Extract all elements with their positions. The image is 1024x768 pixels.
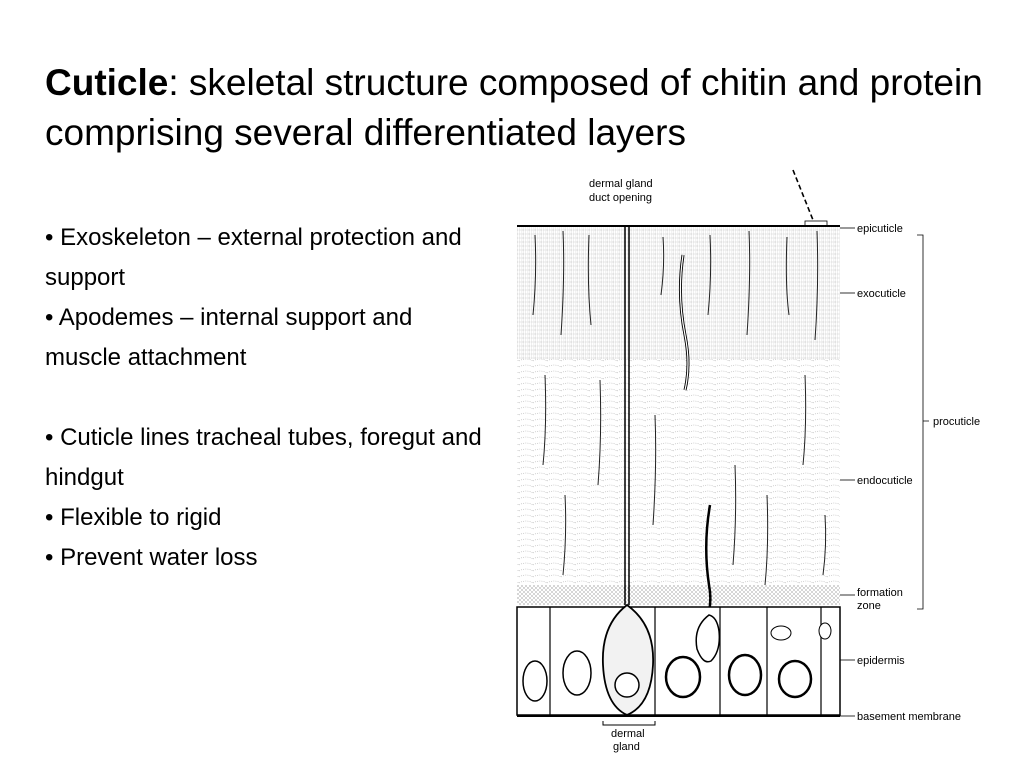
bullet-text: Prevent water loss [60, 544, 258, 571]
label-endocuticle: endocuticle [857, 475, 913, 487]
bullet-item: • Flexible to rigid [45, 504, 222, 531]
cuticle-diagram: dermal gland duct opening epicuticle exo… [505, 165, 1010, 765]
pore-canals [532, 230, 827, 586]
bullet-text: Apodemes – internal support and muscle a… [45, 304, 413, 371]
epicuticle-pointer [792, 169, 814, 221]
title-definition: : skeletal structure composed of chitin … [45, 62, 983, 153]
dermal-gland-bracket [602, 721, 656, 726]
label-formation-line1: formation [857, 587, 903, 599]
bullet-item: • Apodemes – internal support and muscle… [45, 304, 413, 371]
slide-title: Cuticle: skeletal structure composed of … [45, 58, 995, 158]
procuticle-brace [917, 234, 929, 610]
label-duct-line1: dermal gland [589, 178, 653, 190]
label-gland-line1: dermal [611, 728, 645, 740]
bullet-item: • Prevent water loss [45, 544, 258, 571]
title-term: Cuticle [45, 62, 169, 103]
label-gland-line2: gland [613, 741, 640, 753]
endocuticle-layer [517, 359, 840, 593]
bullet-text: Cuticle lines tracheal tubes, foregut an… [45, 424, 482, 491]
gland-cell [695, 614, 721, 663]
label-epidermis: epidermis [857, 655, 905, 667]
label-basement: basement membrane [857, 711, 961, 723]
bullet-item: • Exoskeleton – external protection and … [45, 224, 462, 291]
label-epicuticle: epicuticle [857, 223, 903, 235]
exocuticle-layer [517, 227, 840, 359]
label-formation-line2: zone [857, 600, 881, 612]
label-procuticle: procuticle [933, 416, 980, 428]
dermal-gland-nucleus [614, 672, 640, 698]
bullet-item: • Cuticle lines tracheal tubes, foregut … [45, 424, 482, 491]
bullet-text: Exoskeleton – external protection and su… [45, 224, 462, 291]
label-duct-line2: duct opening [589, 192, 652, 204]
formation-zone-layer [517, 585, 840, 605]
bullet-list: • Exoskeleton – external protection and … [45, 218, 485, 578]
wavy-canal [679, 254, 689, 391]
bullet-text: Flexible to rigid [60, 504, 222, 531]
epidermis-layer [516, 606, 841, 716]
label-exocuticle: exocuticle [857, 288, 906, 300]
